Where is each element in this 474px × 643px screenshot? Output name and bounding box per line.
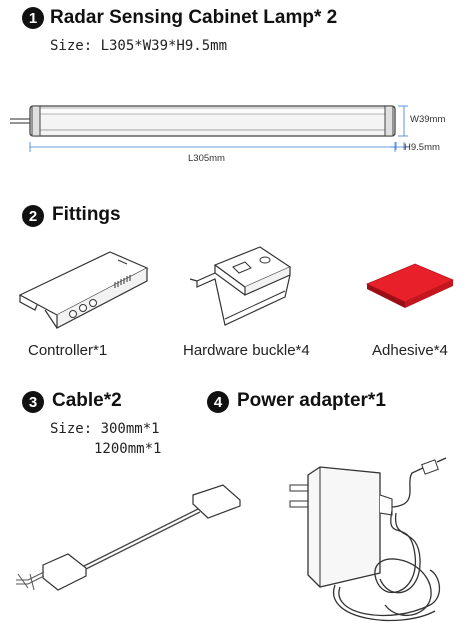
cable-illustration [16,484,241,591]
adhesive-label: Adhesive*4 [372,342,448,359]
cable-size-line2: 1200mm*1 [94,441,162,457]
cable-size-line1: Size: 300mm*1 [50,421,160,437]
lamp-bar-illustration [10,105,410,152]
section-title: Radar Sensing Cabinet Lamp* 2 [50,7,338,28]
section-title: Power adapter*1 [237,390,386,411]
section-title: Fittings [52,204,121,225]
section-number-badge: 4 [207,391,229,413]
section-number-badge: 3 [22,391,44,413]
lamp-size-spec: Size: L305*W39*H9.5mm [50,38,228,54]
power-adapter-icon [289,457,447,622]
section-number: 4 [213,393,223,411]
length-dimension-label: L305mm [188,153,225,164]
controller-label: Controller*1 [28,342,108,359]
controller-icon [18,251,149,329]
height-dimension-label: H9.5mm [404,142,440,153]
section-number: 2 [28,207,38,225]
buckle-label: Hardware buckle*4 [183,342,310,359]
adhesive-icon [366,263,454,308]
section-number: 3 [28,393,38,411]
section-title: Cable*2 [52,390,122,411]
section-number-badge: 1 [22,7,44,29]
section-number: 1 [28,9,38,27]
width-dimension-label: W39mm [410,114,446,125]
section-number-badge: 2 [22,205,44,227]
buckle-icon [189,246,292,326]
